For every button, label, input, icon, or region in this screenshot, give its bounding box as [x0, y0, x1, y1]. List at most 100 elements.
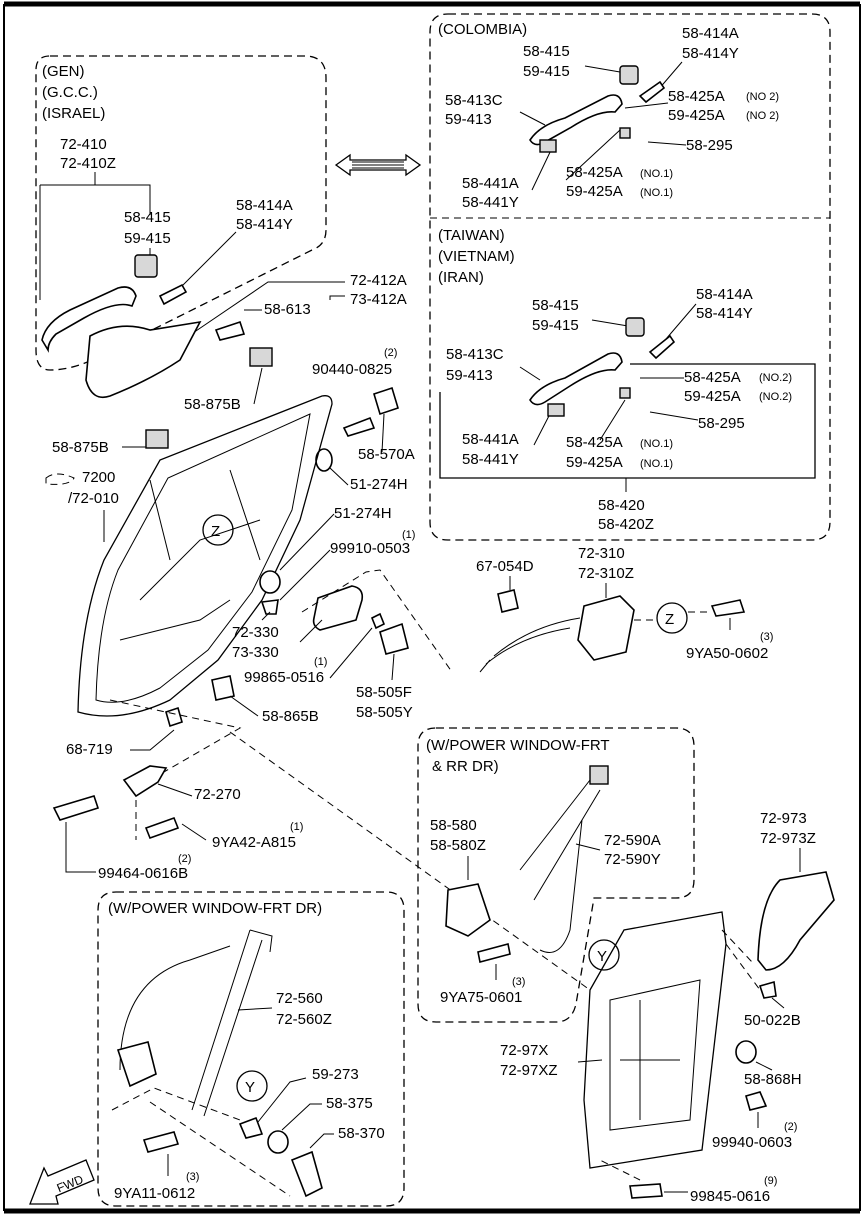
- callout-z-latch: [656, 602, 688, 634]
- tw-assy-bracket: [439, 363, 816, 479]
- tw-cap-b-2: 58-414Y: [696, 305, 753, 322]
- bracket-code-2: 73-412A: [350, 291, 407, 308]
- door-code-1: 7200: [82, 469, 115, 486]
- pw-screen-1: 72-973: [760, 810, 807, 827]
- col-no1-drawing: [619, 127, 631, 139]
- pw-regulator-top: [589, 765, 609, 785]
- pw-module-1: 72-97X: [500, 1042, 548, 1059]
- screw-99910-code: 99910-0503: [330, 540, 410, 557]
- inner-handle-cover-2: 58-505Y: [356, 704, 413, 721]
- inner-handle-cover-1: 58-505F: [356, 684, 412, 701]
- col-handle-1: 58-413C: [445, 92, 503, 109]
- callout-z-latch-label: Z: [665, 611, 674, 628]
- col-no2-2: 59-425A: [668, 107, 725, 124]
- col-cap-a-1: 58-415: [523, 43, 570, 60]
- col-handle-2: 59-413: [445, 111, 492, 128]
- washer-375-drawing: [267, 1130, 289, 1154]
- screw-99910-leader: [279, 549, 331, 601]
- pad-875-a-leader: [253, 367, 263, 405]
- col-no1-tag-1: (NO.1): [640, 168, 673, 180]
- bumper-code-1: 72-330: [232, 624, 279, 641]
- crank-370-leader: [309, 1133, 334, 1149]
- callout-z-door: [202, 514, 234, 546]
- pad-875-b-drawing: [145, 429, 169, 449]
- bolt-9ya50-qty: (3): [760, 631, 773, 643]
- cap-054-drawing: [497, 589, 519, 613]
- pw-frt-rr-title-2: & RR DR): [432, 758, 499, 775]
- bolt-99464-code: 99464-0616B: [98, 865, 188, 882]
- bolt-99464-leader: [65, 822, 96, 873]
- grommet-b-code: 51-274H: [334, 505, 392, 522]
- pw-screen-2: 72-973Z: [760, 830, 816, 847]
- grommet-868-leader: [755, 1061, 773, 1071]
- tw-no2-1: 58-425A: [684, 369, 741, 386]
- bumper-leader: [261, 611, 271, 621]
- grommet-868-drawing: [735, 1040, 757, 1064]
- colombia-leaders: [519, 61, 687, 191]
- tw-no1-tag-1: (NO.1): [640, 438, 673, 450]
- inner-handle-cover-drawing: [379, 622, 409, 655]
- inner-handle-leader: [299, 619, 323, 643]
- tw-cap-c-2: 58-441Y: [462, 451, 519, 468]
- pw-module-leader: [577, 1059, 603, 1063]
- bolt-9ya75-qty: (3): [512, 976, 525, 988]
- tw-no1-drawing: [619, 387, 631, 399]
- nut-99940-code: 99940-0603: [712, 1134, 792, 1151]
- pw-module-2: 72-97XZ: [500, 1062, 558, 1079]
- tw-assy-2: 58-420Z: [598, 516, 654, 533]
- taiwan-title-2: (VIETNAM): [438, 248, 515, 265]
- fwd-arrow-icon: [29, 1159, 95, 1205]
- gen-outer-handle-drawing: [41, 286, 137, 353]
- colombia-title: (COLOMBIA): [438, 21, 527, 38]
- col-spring: 58-295: [686, 137, 733, 154]
- col-cap-c-drawing: [539, 139, 557, 153]
- screw-99845-code: 99845-0616: [690, 1188, 770, 1205]
- tw-cap-b-1: 58-414A: [696, 286, 753, 303]
- inner-handle-drawing: [312, 585, 364, 631]
- col-cap-b-1: 58-414A: [682, 25, 739, 42]
- bumper-code-2: 73-330: [232, 644, 279, 661]
- pw-regulator-1: 72-590A: [604, 832, 661, 849]
- tw-no1-1: 58-425A: [566, 434, 623, 451]
- pad-875-b-code: 58-875B: [52, 439, 109, 456]
- bracket-code-1: 72-412A: [350, 272, 407, 289]
- pw-module-detail: [609, 979, 701, 1131]
- latch-cables: [479, 617, 581, 673]
- taiwan-title-3: (IRAN): [438, 269, 484, 286]
- grommet-b-leader: [279, 513, 335, 571]
- tw-cap-c-1: 58-441A: [462, 431, 519, 448]
- col-no2-tag-2: (NO 2): [746, 110, 779, 122]
- callout-y-module-label: Y: [597, 948, 607, 965]
- tw-cap-a-1: 58-415: [532, 297, 579, 314]
- clip-273-drawing: [238, 1116, 264, 1139]
- gen-group-box: [35, 55, 327, 371]
- pw-motor-1: 58-580: [430, 817, 477, 834]
- door-code-2: /72-010: [68, 490, 119, 507]
- pw-regulator-drawing: [519, 771, 609, 953]
- bolt-90440-qty: (2): [384, 347, 397, 359]
- clip-022-code: 50-022B: [744, 1012, 801, 1029]
- gen-cap-b-1: 58-414A: [236, 197, 293, 214]
- screw-613-drawing: [214, 320, 246, 341]
- cap-570-leader: [381, 413, 385, 453]
- col-no1-tag-2: (NO.1): [640, 187, 673, 199]
- manual-regulator-1: 72-560: [276, 990, 323, 1007]
- stop-865-leader: [229, 695, 259, 717]
- pw-motor-drawing: [445, 883, 491, 937]
- pw-frt-rr-title-1: (W/POWER WINDOW-FRT: [426, 737, 610, 754]
- screw-99845-drawing: [629, 1183, 663, 1199]
- bolt-9ya50-drawing: [710, 599, 746, 617]
- callout-y-manual-label: Y: [245, 1079, 255, 1096]
- cap-570-drawing: [373, 386, 399, 416]
- manual-regulator-2: 72-560Z: [276, 1011, 332, 1028]
- screw-99910-qty: (1): [402, 529, 415, 541]
- tw-handle-drawing: [529, 352, 623, 406]
- grommet-a-leader: [329, 467, 349, 486]
- cap-054-code: 67-054D: [476, 558, 534, 575]
- screw-99865-qty: (1): [314, 656, 327, 668]
- col-no1-2: 59-425A: [566, 183, 623, 200]
- gen-cap-a-2: 59-415: [124, 230, 171, 247]
- checker-leader: [157, 783, 193, 797]
- latch-drawing: [577, 595, 635, 661]
- callout-z-door-label: Z: [211, 523, 220, 540]
